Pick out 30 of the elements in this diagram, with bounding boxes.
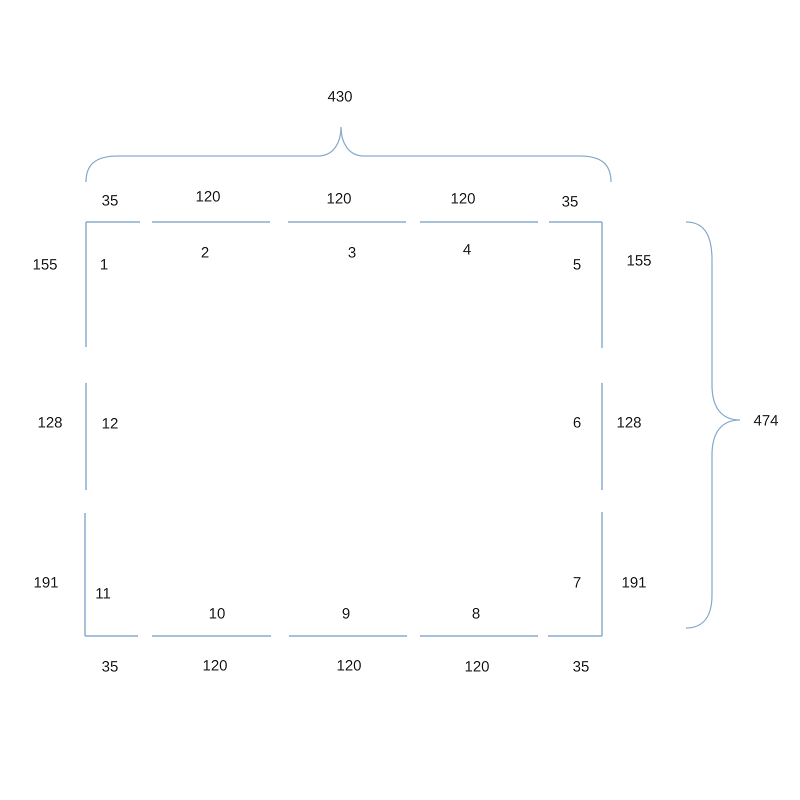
segment-number: 9 <box>342 606 350 622</box>
dimension-label: 191 <box>33 576 59 590</box>
dimension-label: 430 <box>327 90 353 104</box>
dimension-label: 128 <box>37 416 63 430</box>
dimension-label: 35 <box>102 194 118 208</box>
segment-number: 1 <box>100 258 108 272</box>
dimension-label: 120 <box>450 192 476 206</box>
dimension-label: 191 <box>621 576 647 590</box>
segment-number: 6 <box>572 416 582 430</box>
dimension-label: 120 <box>202 658 228 674</box>
dimension-label: 35 <box>102 660 118 674</box>
dimension-label: 474 <box>753 414 779 428</box>
dimension-label: 120 <box>326 192 352 206</box>
dimension-label: 120 <box>195 190 221 204</box>
dimension-label: 155 <box>626 254 652 268</box>
dimension-label: 35 <box>572 660 590 674</box>
segment-number: 7 <box>572 576 582 590</box>
segment-number: 3 <box>348 246 356 260</box>
segment-number: 2 <box>200 246 210 260</box>
segment-number: 11 <box>95 586 111 602</box>
segment-number: 5 <box>572 258 582 272</box>
segment-number: 8 <box>472 606 480 622</box>
segment-number: 10 <box>208 606 226 622</box>
dimension-label: 120 <box>464 660 490 674</box>
dimension-label: 35 <box>562 194 578 210</box>
dimension-label: 155 <box>32 258 58 272</box>
segment-number: 4 <box>462 242 472 258</box>
dimension-label: 128 <box>616 416 642 430</box>
dimension-label: 120 <box>336 658 362 674</box>
segment-number: 12 <box>102 416 118 432</box>
